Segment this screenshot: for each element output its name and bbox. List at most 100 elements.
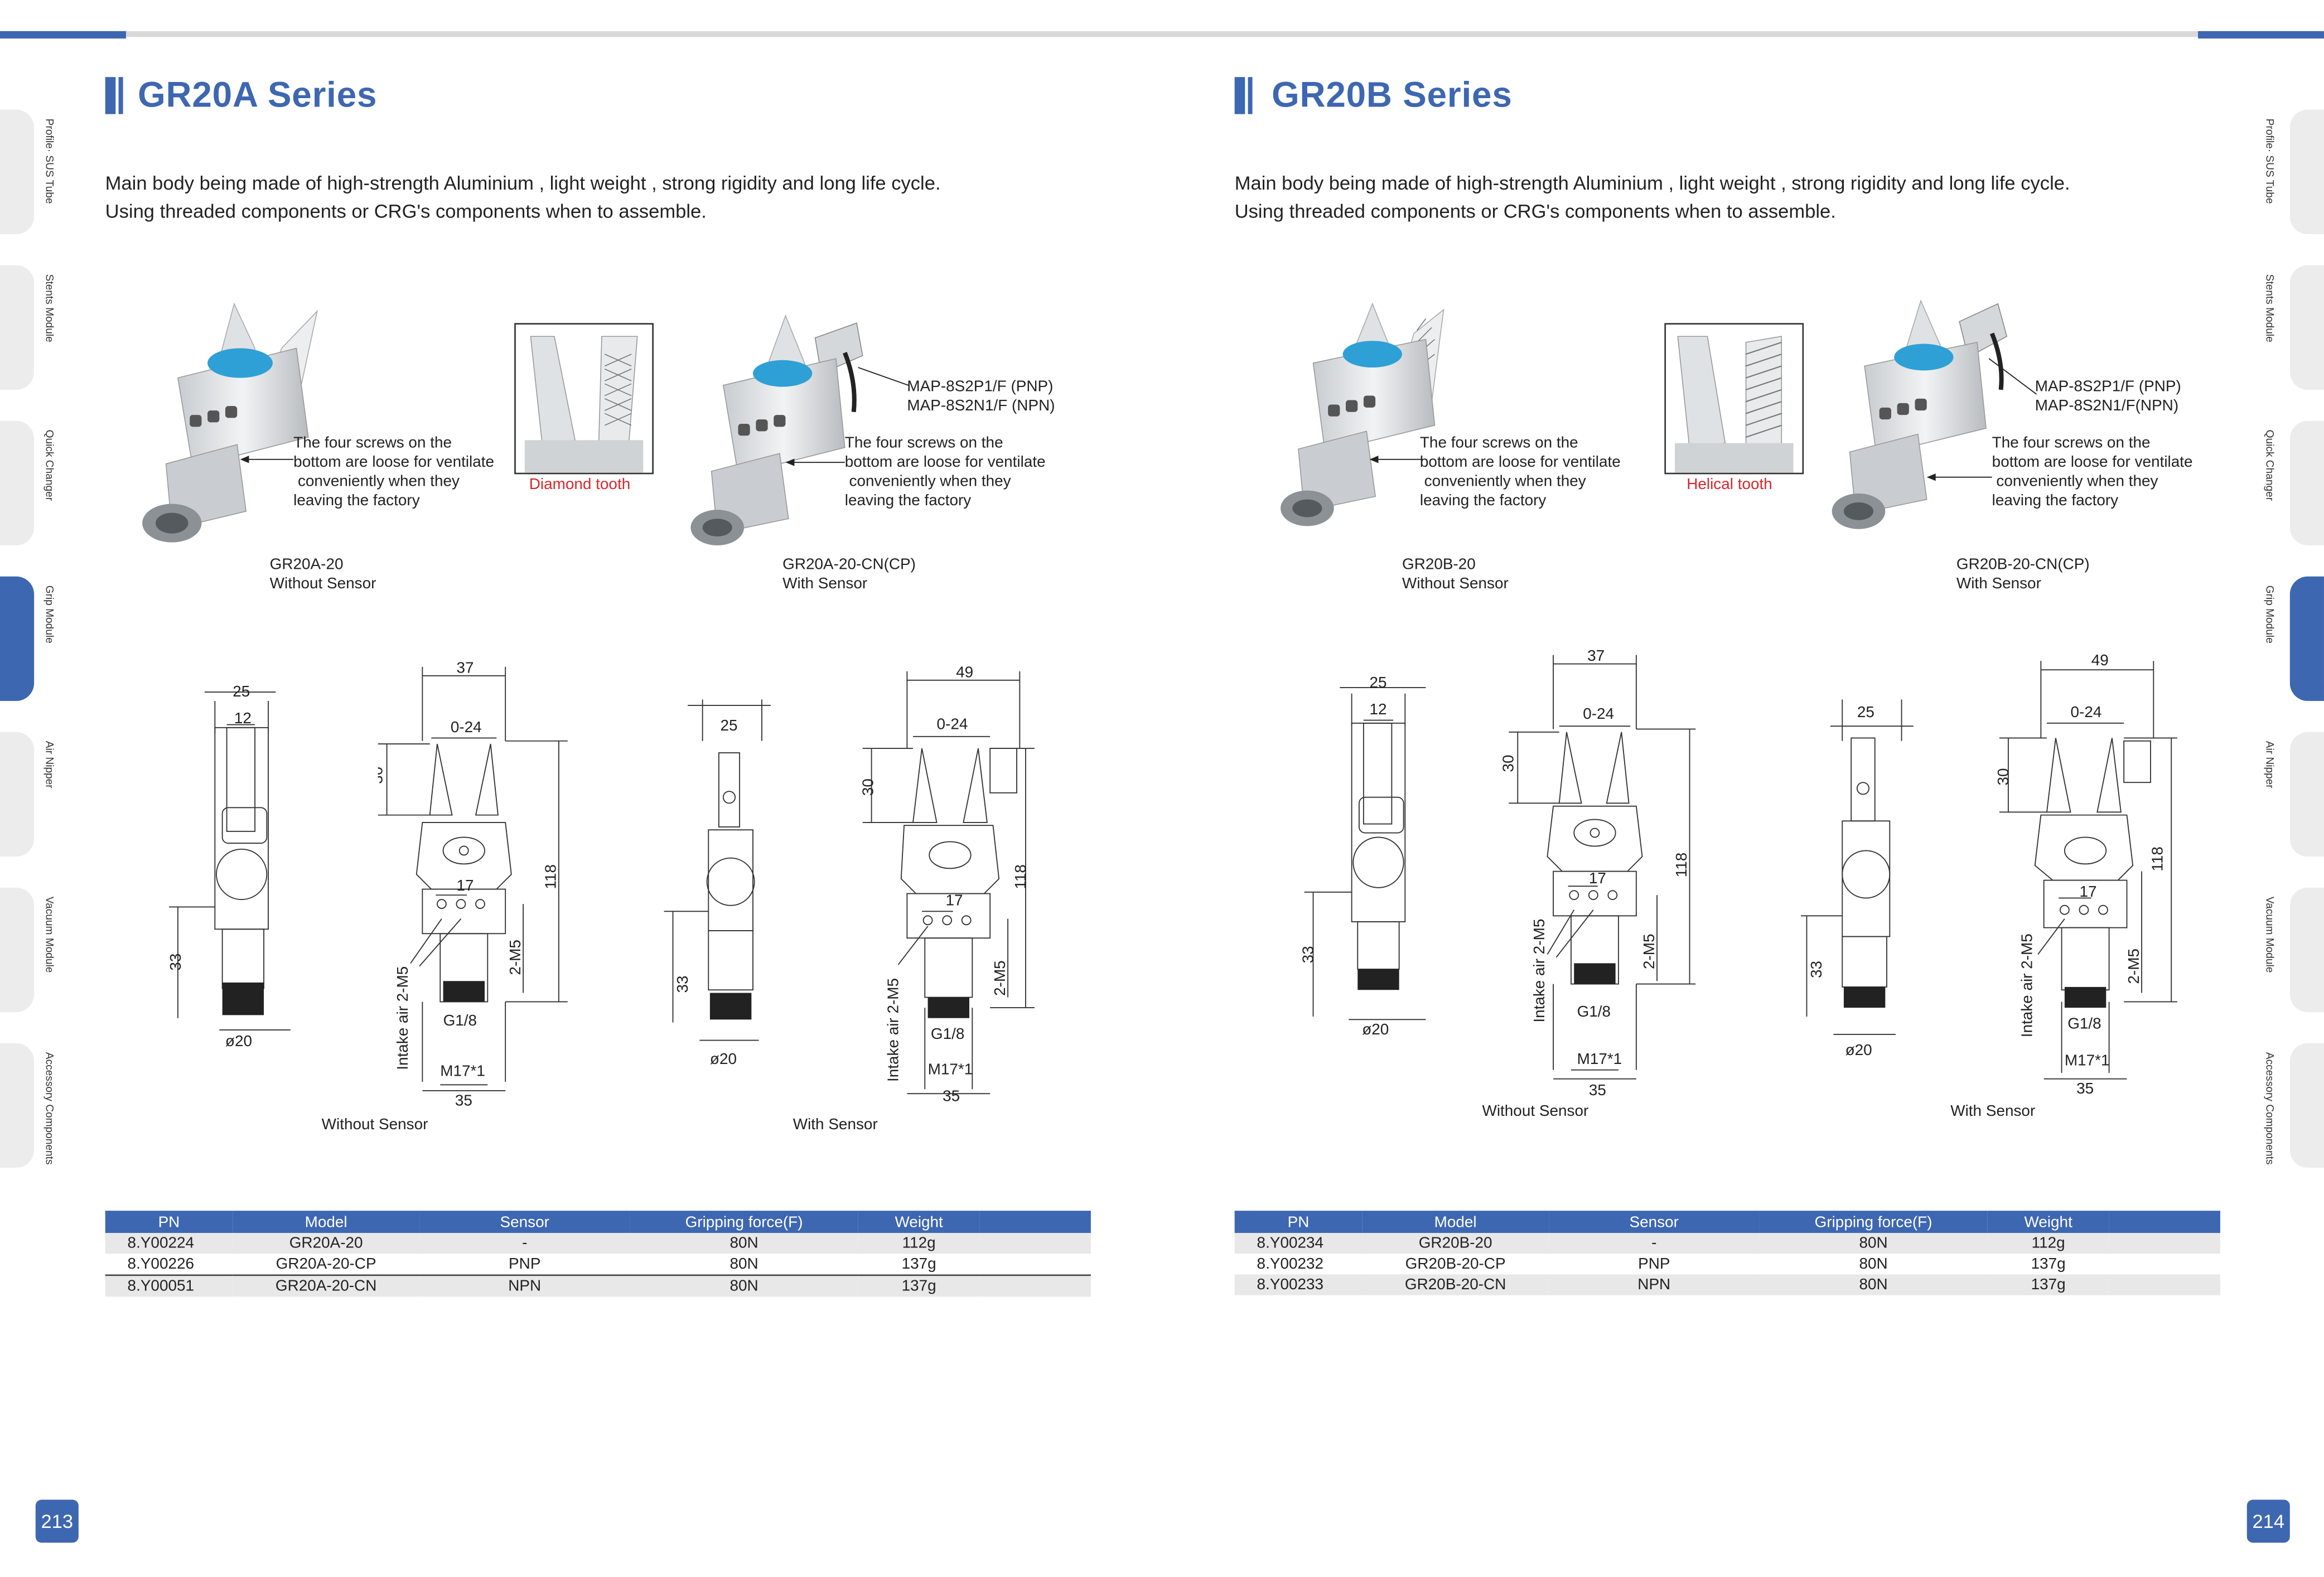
table-row: 8.Y00224 GR20A-20 - 80N 112g	[105, 1233, 1091, 1254]
col-header: Model	[233, 1211, 420, 1233]
dim-label: 30	[1499, 755, 1516, 772]
cell-weight: 137g	[858, 1275, 980, 1297]
tooth-label: Diamond tooth	[529, 476, 631, 494]
dim-label: G1/8	[1577, 1003, 1611, 1020]
cell-model: GR20B-20	[1362, 1233, 1549, 1254]
cell-sensor: -	[419, 1233, 630, 1254]
drawing-front-view-sensor: 49 0-24 30 118 17 2-M5 Intake air 2-M5 G…	[859, 663, 1035, 1105]
dim-label: 25	[233, 683, 250, 700]
screws-note: The four screws on the bottom are loose …	[293, 434, 495, 510]
side-tab-label: Grip Module	[2263, 585, 2277, 644]
col-header: Sensor	[1549, 1211, 1760, 1233]
product-caption: GR20B-20-CN(CP) With Sensor	[1956, 555, 2090, 593]
product-caption: GR20A-20 Without Sensor	[269, 555, 376, 593]
cell-sensor: NPN	[419, 1275, 630, 1297]
side-tab-label: Profile· SUS Tube	[2263, 118, 2277, 204]
screws-note: The four screws on the bottom are loose …	[844, 434, 1046, 510]
dim-label: 2-M5	[1640, 933, 1658, 969]
top-rule-accent-right	[2198, 31, 2324, 39]
cell-force: 80N	[1759, 1274, 1988, 1295]
helical-tooth-inset	[1664, 323, 1804, 475]
gripper-photo-with-sensor	[690, 314, 863, 545]
drawing-side-view-sensor: 25 33 ø20	[1800, 699, 1914, 1058]
side-tab-label: Quick Changer	[43, 429, 56, 501]
side-tab-air-nipper[interactable]	[0, 732, 35, 857]
side-tab-vacuum[interactable]	[0, 887, 35, 1013]
dim-label: 2-M5	[506, 940, 524, 975]
dim-label: 118	[2148, 846, 2166, 871]
dim-label: 118	[1673, 853, 1690, 877]
side-tab-grip[interactable]	[0, 576, 35, 701]
dim-label: ø20	[225, 1032, 252, 1049]
dim-label: 35	[2076, 1080, 2094, 1097]
side-tab-grip[interactable]	[2289, 576, 2324, 701]
dim-label: 30	[378, 767, 386, 784]
side-tab-accessory[interactable]	[2289, 1043, 2324, 1168]
table-row: 8.Y00232 GR20B-20-CP PNP 80N 137g	[1235, 1254, 2220, 1274]
cell-weight: 137g	[2031, 1255, 2066, 1273]
col-header: PN	[105, 1211, 233, 1233]
dim-label: 12	[1370, 700, 1387, 718]
cell-pn: 8.Y00224	[105, 1233, 233, 1254]
side-tab-label: Accessory Components	[43, 1052, 56, 1165]
page-title: GR20B Series	[1272, 75, 1513, 116]
dim-label: 17	[945, 892, 963, 909]
dim-label: 0-24	[937, 715, 968, 732]
leader-arrow	[1369, 456, 1423, 463]
sensor-models: MAP-8S2P1/F (PNP) MAP-8S2N1/F(NPN)	[2035, 378, 2181, 415]
side-tab-air-nipper[interactable]	[2289, 732, 2324, 857]
dim-label: G1/8	[931, 1025, 964, 1042]
dim-label: 25	[721, 717, 738, 734]
cell-pn: 8.Y00234	[1234, 1233, 1362, 1254]
table-row: 8.Y00051 GR20A-20-CN NPN 80N 137g	[105, 1275, 1091, 1297]
side-tab-label: Vacuum Module	[2263, 896, 2277, 973]
gripper-photo-without-sensor	[1281, 302, 1444, 526]
col-header: Weight	[1987, 1211, 2109, 1233]
leader-arrow	[1926, 473, 1992, 481]
col-header: Weight	[858, 1211, 980, 1233]
dim-label: 33	[1808, 961, 1825, 978]
drawing-front-view: 37 0-24 30 118 17 2-M5 Intake air 2-M5 G…	[1499, 647, 1696, 1099]
drawing-caption: With Sensor	[1950, 1102, 2036, 1121]
gripper-photo-without-sensor	[142, 302, 318, 543]
side-tab-label: Stents Module	[43, 274, 56, 342]
dim-label: 0-24	[451, 718, 482, 736]
spec-table: PN Model Sensor Gripping force(F) Weight…	[1234, 1211, 2220, 1295]
cell-pn: 8.Y00233	[1234, 1274, 1362, 1295]
dim-label: 30	[859, 778, 876, 796]
cell-weight: 137g	[901, 1255, 936, 1273]
side-tab-vacuum[interactable]	[2289, 887, 2324, 1013]
dim-label: 35	[1589, 1081, 1606, 1099]
cell-model: GR20A-20	[233, 1233, 420, 1254]
dim-label: 17	[2079, 883, 2096, 900]
side-tab-stents[interactable]	[0, 265, 35, 390]
side-tab-profile[interactable]	[2289, 109, 2324, 234]
cell-pn: 8.Y00051	[105, 1275, 233, 1297]
dim-label: 25	[1370, 674, 1387, 691]
leader-line	[858, 367, 909, 386]
gripper-photo-with-sensor	[1832, 299, 2008, 529]
drawing-caption: Without Sensor	[321, 1116, 428, 1134]
col-header: Gripping force(F)	[1759, 1211, 1988, 1233]
side-tab-label: Quick Changer	[2263, 429, 2277, 501]
screws-note: The four screws on the bottom are loose …	[1419, 434, 1621, 510]
side-tab-quick-changer[interactable]	[0, 420, 35, 545]
dim-label: 118	[542, 864, 559, 889]
cell-pn: 8.Y00232	[1257, 1255, 1324, 1273]
page-title: GR20A Series	[138, 75, 378, 116]
top-rule	[0, 31, 2324, 37]
cell-force: 80N	[1759, 1233, 1988, 1254]
cell-sensor: PNP	[509, 1255, 541, 1273]
dim-label: ø20	[710, 1050, 737, 1067]
cell-sensor: PNP	[1638, 1255, 1670, 1273]
spec-table: PN Model Sensor Gripping force(F) Weight…	[105, 1211, 1091, 1297]
product-caption: GR20A-20-CN(CP) With Sensor	[782, 555, 916, 593]
side-tab-label: Stents Module	[2263, 274, 2277, 342]
drawing-side-view: 25 12 33 ø20	[1299, 674, 1426, 1038]
side-tab-profile[interactable]	[0, 109, 35, 234]
table-row: 8.Y00233 GR20B-20-CN NPN 80N 137g	[1234, 1274, 2220, 1295]
side-tab-accessory[interactable]	[0, 1043, 35, 1168]
side-tab-stents[interactable]	[2289, 265, 2324, 390]
side-tab-quick-changer[interactable]	[2289, 420, 2324, 545]
col-header: PN	[1234, 1211, 1362, 1233]
